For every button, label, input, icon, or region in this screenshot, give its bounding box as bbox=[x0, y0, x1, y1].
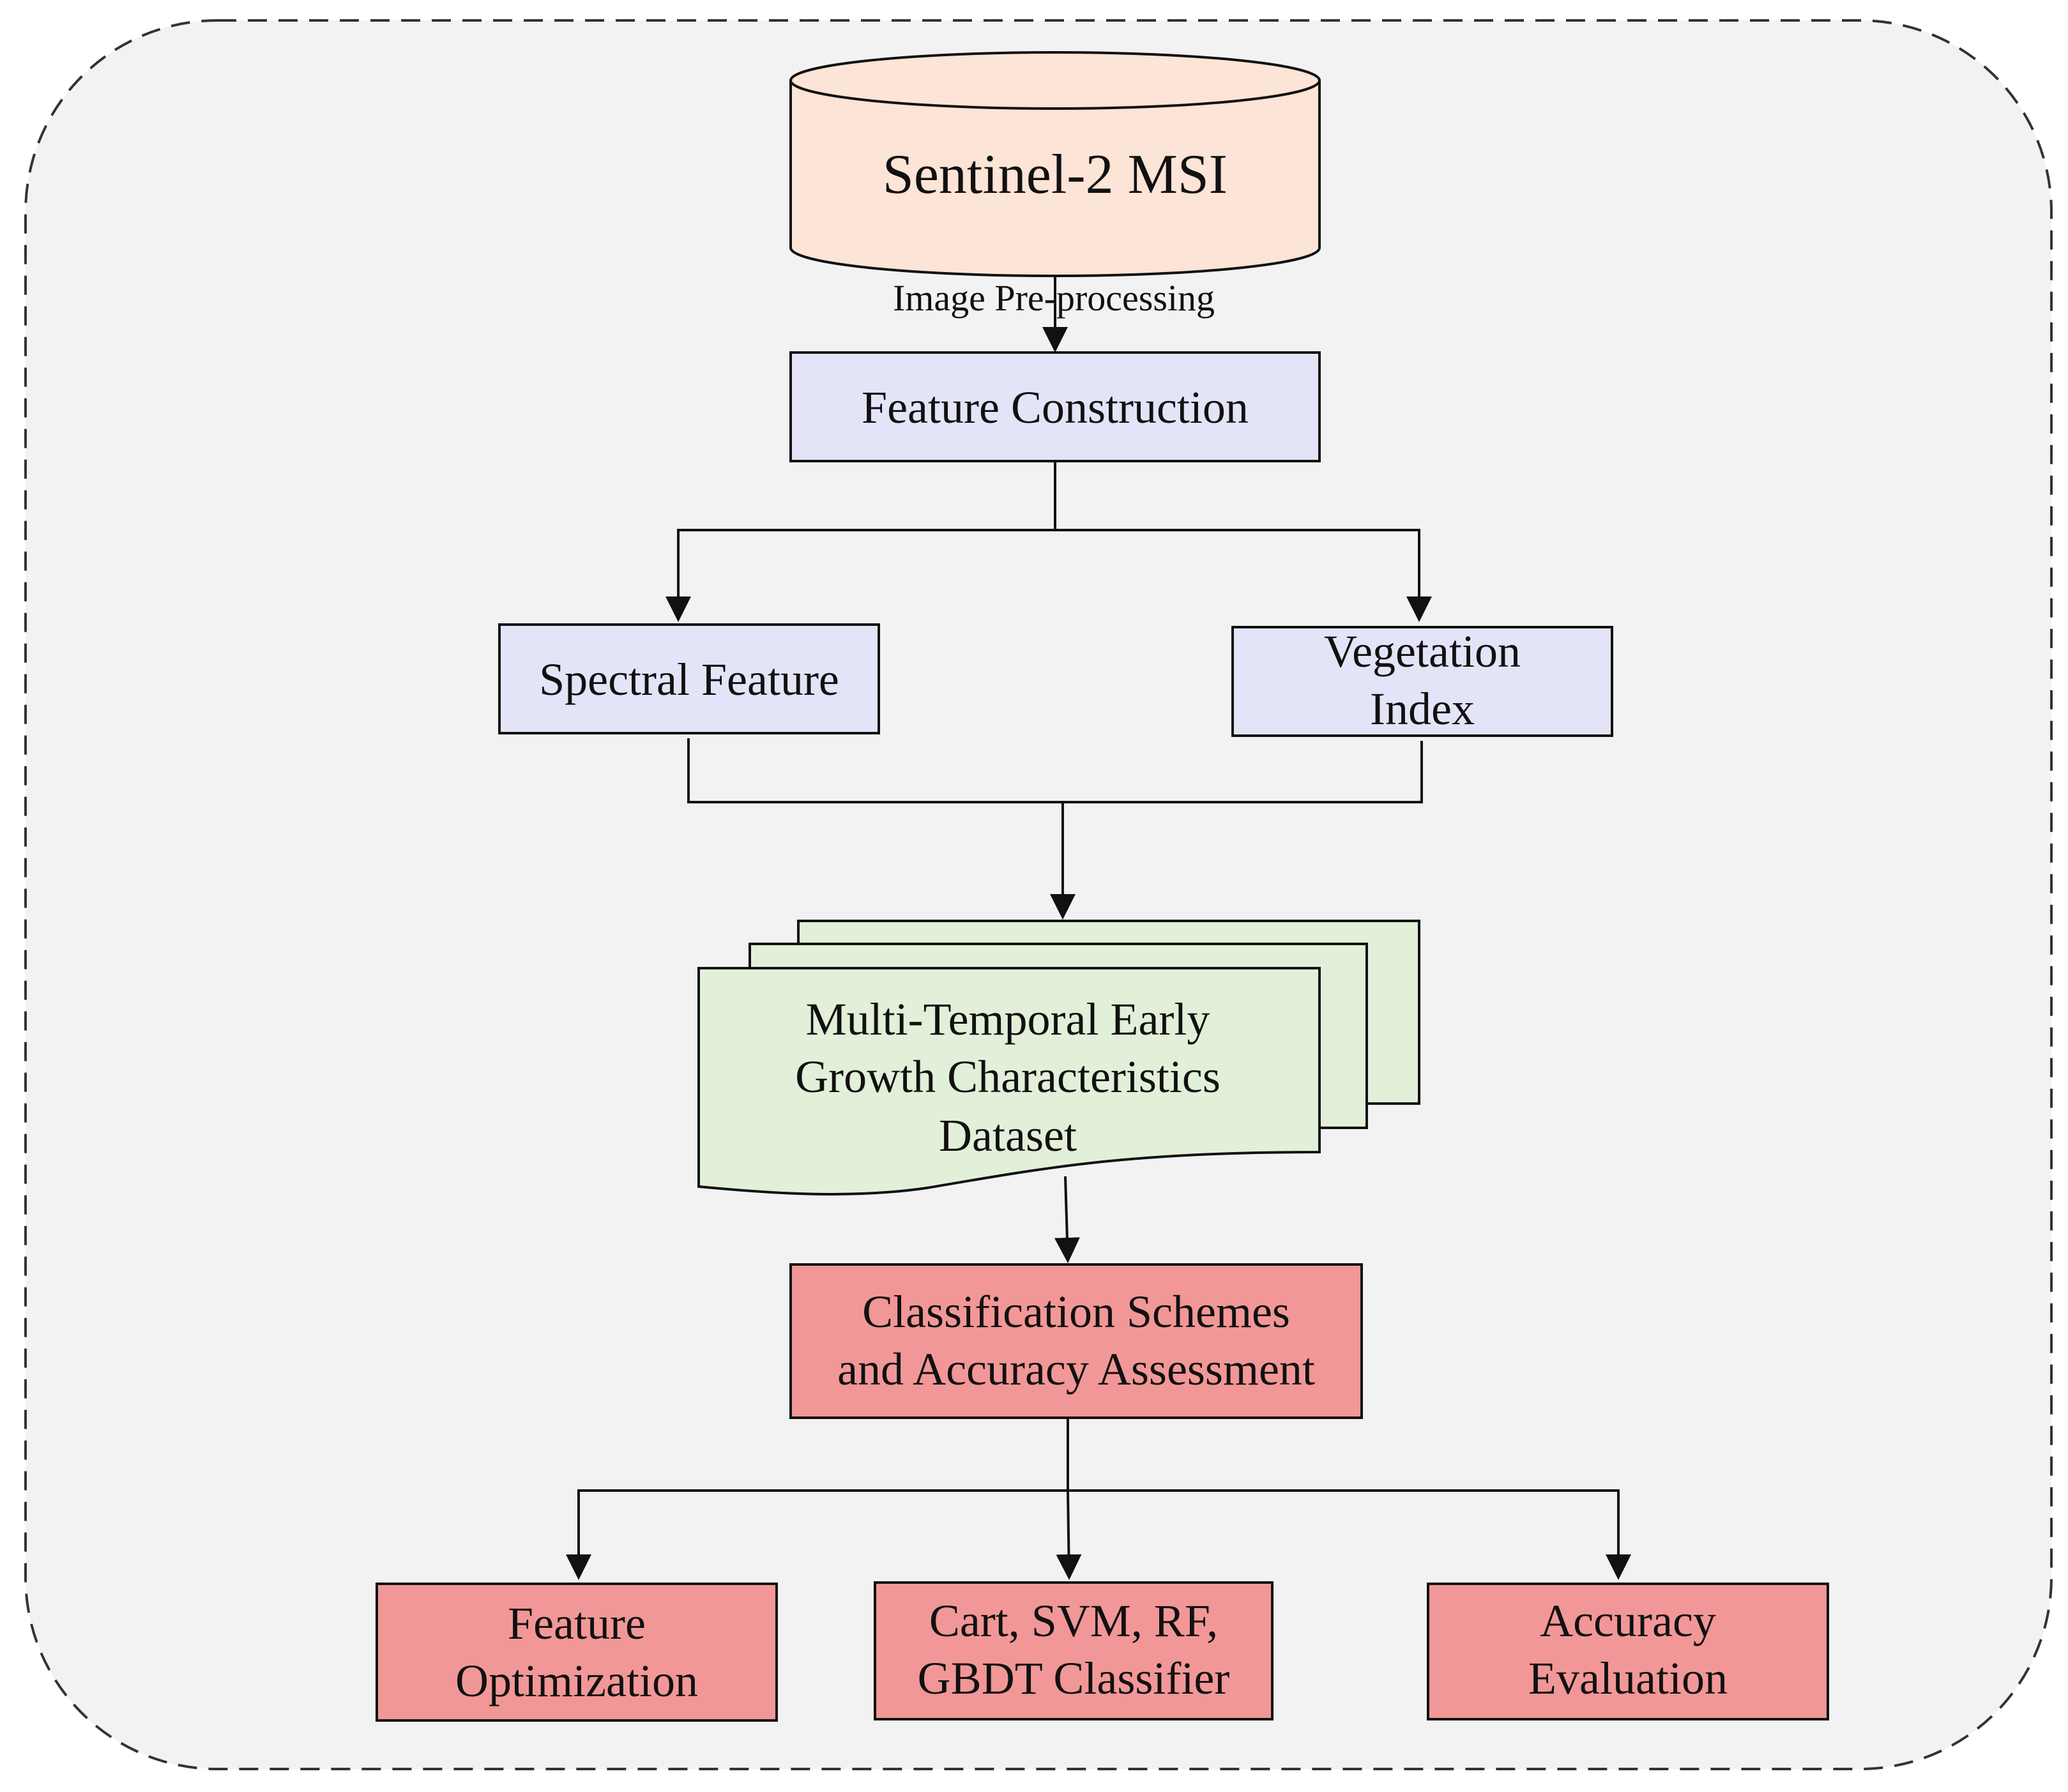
image-preprocessing-label: Image Pre-processing bbox=[893, 277, 1215, 319]
feature-optimization-node bbox=[376, 1583, 778, 1722]
classification-node bbox=[789, 1263, 1363, 1419]
dataset-label-line3: Dataset bbox=[939, 1110, 1077, 1161]
classification-label-line1: Classification Schemes bbox=[862, 1286, 1290, 1337]
classifiers-label-line2: GBDT Classifier bbox=[918, 1653, 1230, 1704]
vegetation-index-label-line2: Index bbox=[1370, 683, 1475, 734]
spectral-feature-label: Spectral Feature bbox=[539, 654, 839, 705]
sentinel-2-msi-node: Sentinel-2 MSI bbox=[789, 51, 1321, 277]
classifiers-node bbox=[874, 1581, 1273, 1720]
edge-to-accuracy-evaluation bbox=[1068, 1489, 1631, 1580]
classifiers-label-line1: Cart, SVM, RF, bbox=[929, 1595, 1218, 1646]
accuracy-evaluation-label-line2: Evaluation bbox=[1528, 1653, 1728, 1704]
edge-to-spectral-feature bbox=[665, 529, 1055, 622]
accuracy-evaluation-node bbox=[1427, 1583, 1829, 1720]
classification-label-line2: and Accuracy Assessment bbox=[837, 1344, 1315, 1395]
feature-optimization-label-line1: Feature bbox=[508, 1598, 646, 1649]
edge-spectral-to-merge bbox=[687, 738, 1063, 803]
dataset-node: Multi-Temporal Early Growth Characterist… bbox=[697, 920, 1420, 1196]
feature-construction-node bbox=[789, 351, 1321, 462]
vegetation-index-node bbox=[1231, 626, 1613, 737]
edge-to-classifiers bbox=[1056, 1490, 1082, 1580]
dataset-label-line1: Multi-Temporal Early bbox=[806, 994, 1210, 1045]
edge-to-vegetation-index bbox=[1055, 529, 1432, 622]
edge-vegetation-to-merge bbox=[1063, 741, 1423, 803]
feature-optimization-label-line2: Optimization bbox=[455, 1655, 698, 1706]
vegetation-index-label-line1: Vegetation bbox=[1324, 626, 1521, 677]
edge-dataset-to-classification bbox=[1054, 1176, 1080, 1263]
feature-construction-label: Feature Construction bbox=[862, 382, 1249, 433]
accuracy-evaluation-label-line1: Accuracy bbox=[1540, 1595, 1716, 1646]
dataset-label-line2: Growth Characteristics bbox=[795, 1051, 1220, 1102]
diagram-container bbox=[24, 19, 2053, 1770]
sentinel-2-msi-label: Sentinel-2 MSI bbox=[883, 144, 1228, 206]
edge-to-feature-optimization bbox=[566, 1489, 1068, 1580]
spectral-feature-node bbox=[498, 623, 880, 734]
